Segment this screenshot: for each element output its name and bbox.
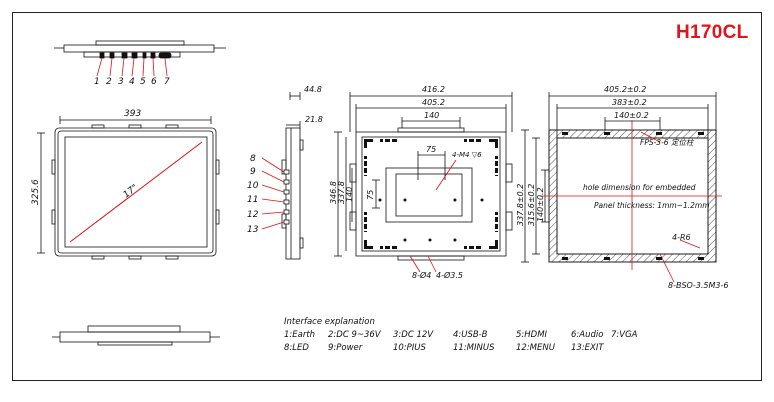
drawing-frame — [12, 12, 762, 381]
cutout-140-width: 140±0.2 — [614, 111, 649, 120]
connector-number: 2 — [106, 77, 112, 87]
connector-numbers: 1 2 3 4 5 6 7 — [94, 77, 170, 87]
front-view — [37, 116, 220, 260]
screen-diagonal: 17" — [122, 183, 140, 200]
legend-item: 9:Power — [328, 343, 363, 353]
back-outer-height: 346.8 — [329, 181, 338, 204]
model-number: H170CL — [676, 22, 749, 43]
button-numbers: 8 9 10 11 12 13 — [247, 154, 259, 235]
legend-title: Interface explanation — [284, 317, 375, 327]
legend-item: 2:DC 9~36V — [328, 330, 381, 340]
legend-item: 1:Earth — [284, 330, 316, 340]
legend-item: 8:LED — [284, 343, 309, 353]
legend-item: 6:Audio — [571, 330, 604, 340]
connector-number: 7 — [164, 77, 170, 87]
bottom-view — [52, 325, 220, 346]
legend-item: 11:MINUS — [453, 343, 495, 353]
cutout-note-line2: Panel thickness: 1mm~1.2mm — [594, 201, 710, 210]
button-number: 11 — [247, 195, 258, 205]
legend-item: 12:MENU — [516, 343, 555, 353]
back-view-bolt-marks — [364, 139, 498, 249]
back-outer-width: 416.2 — [422, 85, 445, 94]
cutout-bso-marks — [562, 132, 704, 260]
hole-note-a: 8-Ø4 — [412, 270, 431, 280]
legend-row-2: 8:LED 9:Power 10:PIUS 11:MINUS 12:MENU 1… — [284, 342, 638, 355]
corner-radius-note: 4-R6 — [672, 233, 691, 242]
button-number: 13 — [247, 225, 259, 235]
legend-item: 10:PIUS — [393, 343, 426, 353]
hole-note-b: 4-Ø3.5 — [436, 270, 463, 280]
fps-note: FPS-3-6 定位柱 — [640, 138, 695, 147]
cutout-note-line1: hole dimension for embedded — [583, 183, 696, 192]
connector-number: 5 — [140, 77, 146, 87]
cutout-outer-height: 337.8±0.2 — [516, 184, 525, 226]
back-bracket-width: 140 — [424, 111, 439, 120]
connector-number: 3 — [118, 77, 124, 87]
cutout-view — [521, 92, 722, 283]
back-view — [334, 92, 513, 273]
vesa-holes-note: 4-M4 ▽6 — [452, 151, 482, 159]
back-inner-height: 337.8 — [337, 181, 346, 204]
side-view — [261, 92, 304, 260]
cutout-383-width: 383±0.2 — [612, 98, 647, 107]
top-view — [54, 40, 226, 77]
button-number: 8 — [250, 154, 256, 164]
connector-number: 4 — [129, 77, 135, 87]
vesa-75-vertical: 75 — [366, 190, 375, 200]
connector-number: 1 — [94, 77, 100, 87]
back-bracket-height: 140 — [345, 187, 354, 202]
cutout-140-height: 140±0.2 — [536, 187, 545, 222]
legend-item: 4:USB-B — [453, 330, 488, 340]
button-number: 10 — [247, 181, 259, 191]
legend-item: 7:VGA — [611, 330, 638, 340]
connector-number: 6 — [151, 77, 157, 87]
button-number: 12 — [247, 210, 259, 220]
interface-legend: Interface explanation 1:Earth 2:DC 9~36V… — [284, 316, 638, 355]
front-width-dim: 393 — [124, 109, 141, 119]
legend-row-1: 1:Earth 2:DC 9~36V 3:DC 12V 4:USB-B 5:HD… — [284, 329, 638, 342]
bso-note: 8-BSO-3.5M3-6 — [668, 281, 728, 290]
legend-item: 5:HDMI — [516, 330, 548, 340]
legend-item: 13:EXIT — [571, 343, 604, 353]
legend-item: 3:DC 12V — [393, 330, 434, 340]
back-inner-width: 405.2 — [422, 98, 445, 107]
vesa-75-horizontal: 75 — [426, 145, 436, 154]
front-height-dim: 325.6 — [31, 179, 41, 205]
button-number: 9 — [250, 167, 256, 177]
side-step-dim: 21.8 — [305, 115, 323, 124]
side-depth-dim: 44.8 — [304, 85, 322, 94]
cutout-outer-width: 405.2±0.2 — [604, 85, 646, 94]
cutout-315-height: 315.6±0.2 — [527, 184, 536, 226]
